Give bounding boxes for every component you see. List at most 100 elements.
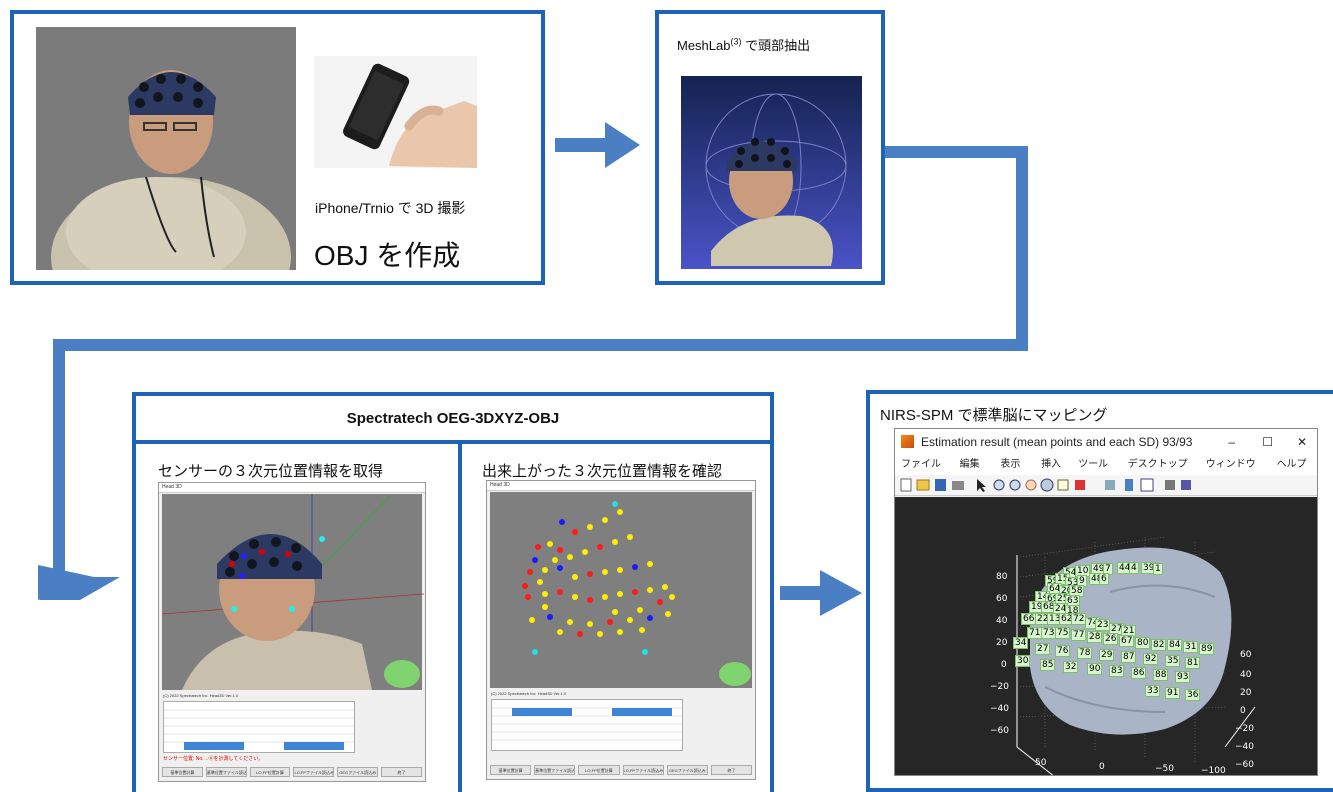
- btn-oeg-load-right[interactable]: OEGファイル読込み: [666, 765, 708, 775]
- sensor-point: [587, 597, 593, 603]
- btn-exit-left[interactable]: 終了: [381, 767, 422, 777]
- channel-label: 26: [1103, 633, 1119, 645]
- menu-edit[interactable]: 編集(E): [959, 459, 980, 490]
- channel-label: 6: [1099, 573, 1109, 585]
- 3d-view-right[interactable]: [490, 492, 752, 688]
- menu-desktop[interactable]: デスクトップ(D): [1127, 459, 1188, 490]
- minimize-button[interactable]: –: [1228, 435, 1235, 449]
- sensor-point: [532, 557, 538, 563]
- z-tick-0: 0: [1001, 660, 1007, 670]
- data-cursor-icon: [1057, 479, 1069, 491]
- menu-file[interactable]: ファイル(F): [901, 459, 941, 490]
- sensor-point: [542, 604, 548, 610]
- menu-window[interactable]: ウィンドウ(W): [1205, 459, 1256, 490]
- channel-label: 80: [1135, 637, 1151, 649]
- btn-lofp-calc-left[interactable]: LO,FP位置計算: [249, 767, 291, 777]
- sensor-point: [542, 567, 548, 573]
- sensor-point: [547, 614, 553, 620]
- sensor-point: [529, 617, 535, 623]
- btn-ref-calc-right[interactable]: 基準位置計算: [490, 765, 532, 775]
- right-caption: 出来上がった３次元位置情報を確認: [482, 464, 723, 480]
- maximize-button[interactable]: ☐: [1262, 435, 1273, 449]
- landmark-point: [642, 649, 648, 655]
- x-tick-m50: −50: [1155, 764, 1174, 774]
- new-figure-icon: [900, 478, 912, 492]
- y-tick-m60: −60: [1235, 760, 1254, 770]
- sensor-point: [567, 554, 573, 560]
- sensor-point: [522, 583, 528, 589]
- sensor-table-left: [163, 701, 355, 753]
- sensor-point: [617, 509, 623, 515]
- window-titlebar: Head 3D: [159, 483, 425, 493]
- channel-label: 87: [1121, 651, 1137, 663]
- head3d-window-left: Head 3D (C) 2022 Spectratech Inc. Head3D…: [158, 482, 426, 782]
- sensor-point: [627, 534, 633, 540]
- sensor-point: [612, 539, 618, 545]
- arrow-1-shaft: [555, 138, 615, 152]
- open-file-icon: [916, 479, 930, 491]
- sensor-point: [602, 594, 608, 600]
- btn-ref-calc-left[interactable]: 基準位置計算: [162, 767, 203, 777]
- head-sensor-render: [161, 493, 425, 691]
- menu-help[interactable]: ヘルプ(H): [1276, 459, 1307, 490]
- btn-lofp-load-right[interactable]: LO,FPファイル読込み: [622, 765, 664, 775]
- btn-ref-load-left[interactable]: 基準位置ファイル読込み: [205, 767, 247, 777]
- toolbar-icons: [900, 478, 1191, 492]
- close-button[interactable]: ✕: [1296, 435, 1307, 449]
- menu-tools[interactable]: ツール(T): [1078, 459, 1109, 490]
- channel-label: 33: [1145, 685, 1161, 697]
- meshlab-head-illustration: [705, 93, 847, 266]
- channel-label: 28: [1087, 631, 1103, 643]
- channel-label: 29: [1099, 649, 1115, 661]
- z-tick-60: 60: [996, 594, 1008, 604]
- sensor-point: [587, 571, 593, 577]
- sensor-point: [587, 621, 593, 627]
- channel-label: 91: [1165, 687, 1181, 699]
- print-icon: [952, 481, 964, 490]
- sensor-point: [559, 519, 565, 525]
- channel-label: 36: [1185, 689, 1201, 701]
- brain-plot-area[interactable]: 80 60 40 20 0 −20 −40 −60 60 40 20 0 −20…: [895, 497, 1317, 775]
- figure-menubar: ファイル(F) 編集(E) 表示(V) 挿入(I) ツール(T) デスクトップ(…: [895, 455, 1317, 490]
- btn-ref-load-right[interactable]: 基準位置ファイル読込み: [534, 765, 576, 775]
- panel-nirs-spm: NIRS-SPM で標準脳にマッピング Estimation result (m…: [866, 390, 1333, 792]
- sensor-point: [639, 627, 645, 633]
- head3d-window-right: Head 3D (C) 2022 Spectratech Inc. Head3D…: [486, 480, 756, 780]
- rotate-3d-icon: [1040, 478, 1054, 492]
- menu-view[interactable]: 表示(V): [1000, 459, 1021, 490]
- menu-insert[interactable]: 挿入(I): [1041, 459, 1062, 490]
- btn-lofp-calc-right[interactable]: LO,FP位置計算: [578, 765, 620, 775]
- table-grid-left: [164, 709, 354, 750]
- panel-meshlab: MeshLab(3) で頭部抽出: [655, 10, 885, 285]
- btn-exit-right[interactable]: 終了: [710, 765, 753, 775]
- btn-lofp-load-left[interactable]: LO,FPファイル読込み: [293, 767, 335, 777]
- matlab-figure-window: Estimation result (mean points and each …: [894, 428, 1318, 776]
- sensor-point: [547, 541, 553, 547]
- y-tick-20: 20: [1240, 688, 1252, 698]
- sensor-point: [537, 579, 543, 585]
- sensor-point: [617, 591, 623, 597]
- z-tick-m40: −40: [990, 704, 1009, 714]
- person-illustration: [51, 70, 291, 270]
- brush-icon: [1075, 480, 1085, 490]
- 3d-view-left[interactable]: [161, 493, 425, 691]
- figure-titlebar: Estimation result (mean points and each …: [895, 429, 1317, 455]
- sensor-point: [597, 544, 603, 550]
- meshlab-render: [681, 76, 862, 269]
- save-icon: [935, 479, 946, 491]
- btn-oeg-load-left[interactable]: OEGファイル読込み: [337, 767, 379, 777]
- legend-icon: [1140, 478, 1154, 492]
- channel-label: 31: [1183, 641, 1199, 653]
- sensor-point: [535, 544, 541, 550]
- sensor-point: [572, 529, 578, 535]
- channel-label: 90: [1087, 663, 1103, 675]
- sensor-point: [557, 565, 563, 571]
- channel-label: 85: [1040, 659, 1056, 671]
- figure-title: Estimation result (mean points and each …: [921, 435, 1193, 449]
- sensor-point: [527, 569, 533, 575]
- elbow-connector: [53, 146, 1028, 577]
- channel-label: 77: [1071, 629, 1087, 641]
- x-tick-50: 50: [1035, 758, 1047, 768]
- copyright-left: (C) 2022 Spectratech Inc. Head3D Ver.1.0: [163, 693, 238, 698]
